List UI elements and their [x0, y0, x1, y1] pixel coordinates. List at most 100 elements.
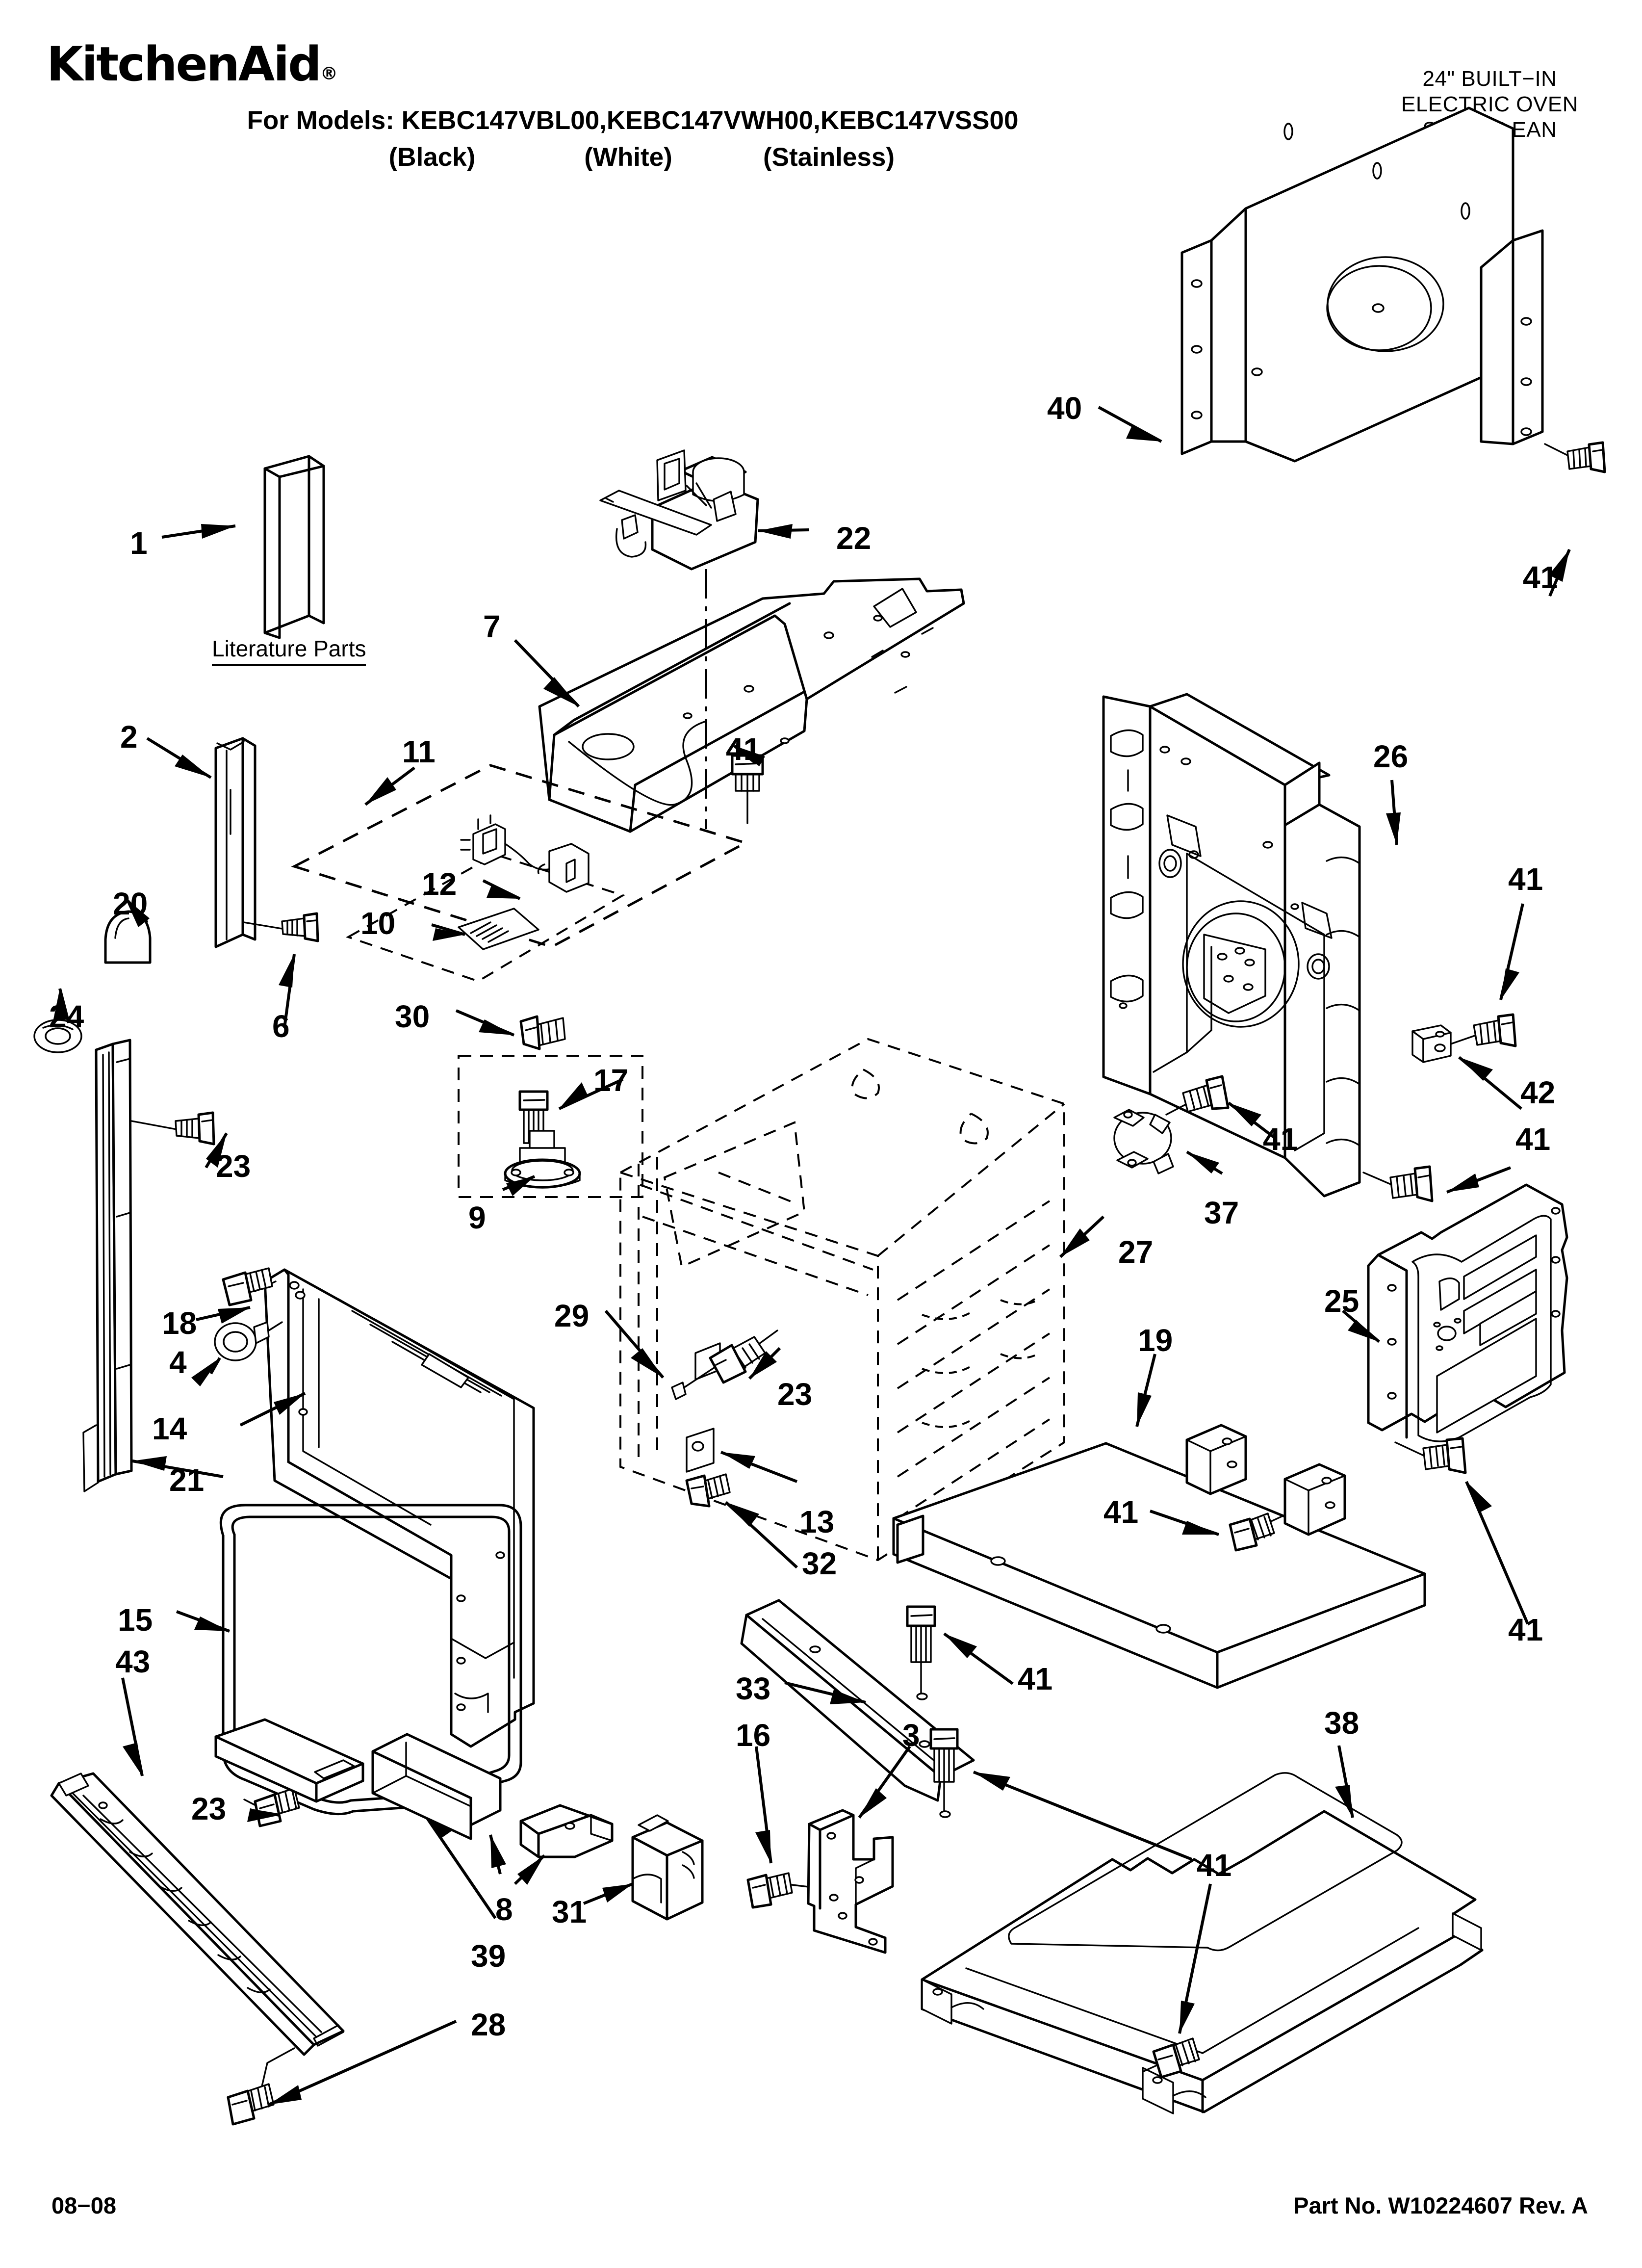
callout-4: 4	[169, 1345, 187, 1380]
callout-41-base-pan: 41	[1197, 1848, 1232, 1883]
part-14-front-frame	[263, 1268, 535, 1748]
part-23-screw-cavity	[709, 1330, 778, 1384]
callout-10: 10	[360, 906, 396, 941]
kitchenaid-logo: KitchenAid®	[47, 37, 338, 92]
part-21-side-trim	[82, 1039, 133, 1492]
callout-8: 8	[495, 1892, 513, 1927]
part-3-mounting-bracket	[807, 1809, 894, 1954]
callout-28: 28	[471, 2007, 506, 2042]
callout-7: 7	[483, 609, 501, 644]
part-18-screw	[222, 1267, 277, 1306]
part-12-thermal-switch	[460, 814, 590, 893]
part-41-screw-thermal	[1165, 1075, 1230, 1116]
callout-30: 30	[395, 999, 430, 1034]
callout-31: 31	[552, 1894, 587, 1929]
callout-37: 37	[1204, 1195, 1239, 1230]
variant-stainless: (Stainless)	[763, 143, 895, 172]
callout-14: 14	[152, 1411, 187, 1446]
part-41-screw-clip	[1450, 1013, 1517, 1047]
callout-9: 9	[468, 1200, 486, 1235]
part-13-hinge-receiver	[686, 1428, 715, 1473]
part-38-bottom-base-pan	[921, 1772, 1484, 2114]
callout-18: 18	[162, 1305, 197, 1341]
part-41-screw-trim-rail	[906, 1605, 936, 1700]
part-6-screw	[243, 912, 319, 942]
callout-42: 42	[1520, 1075, 1556, 1110]
part-9-vent-grommet	[504, 1130, 581, 1189]
part-41-screw-rear-cover	[1544, 441, 1606, 473]
callout-41-trim-rail: 41	[1018, 1661, 1053, 1696]
callout-21: 21	[169, 1462, 205, 1498]
callout-27: 27	[1118, 1234, 1154, 1270]
callout-23-vent-trim: 23	[191, 1791, 227, 1826]
part-37-thermal-cutout	[1113, 1109, 1174, 1174]
part-42-wire-clip	[1411, 1024, 1452, 1063]
callout-25: 25	[1324, 1283, 1360, 1319]
part-16-screw	[746, 1872, 818, 1909]
callout-26: 26	[1373, 739, 1409, 774]
registered-trademark-icon: ®	[320, 64, 338, 84]
part-31-bracket-clip	[631, 1814, 704, 1921]
callout-19: 19	[1138, 1323, 1173, 1358]
callout-6: 6	[272, 1009, 290, 1044]
callout-17: 17	[593, 1063, 629, 1098]
part-7-top-panel	[538, 577, 965, 833]
part-41-screw-chassis-lower	[1362, 1165, 1434, 1202]
part-29-latch-rod	[671, 1342, 721, 1400]
callout-41-rear-cover: 41	[1523, 560, 1558, 595]
part-19-shelf-panel	[892, 1424, 1426, 1689]
part-24-washer	[33, 1019, 82, 1053]
part-39-vent-trim	[214, 1718, 364, 1803]
callout-38: 38	[1324, 1705, 1360, 1741]
part-8-channel-support	[371, 1733, 502, 1840]
part-23-screw-vent-trim	[243, 1787, 300, 1827]
part-26-rear-chassis-panel	[1102, 693, 1361, 1198]
callout-39: 39	[471, 1938, 506, 1974]
variant-white: (White)	[584, 143, 672, 172]
color-variants: (Black) (White) (Stainless)	[0, 142, 1265, 172]
callout-2: 2	[120, 719, 138, 755]
callout-15: 15	[118, 1602, 153, 1638]
literature-parts-label: Literature Parts	[212, 635, 366, 666]
part-10-label	[458, 908, 539, 950]
callout-41-thermal: 41	[1263, 1121, 1298, 1157]
part-41-screw-shelf-left	[929, 1728, 959, 1818]
callout-23-left: 23	[216, 1148, 251, 1184]
part-40-rear-cover-panel	[1180, 106, 1544, 463]
part-23-screw-left	[130, 1111, 215, 1146]
callout-41-side-panel: 41	[1508, 1612, 1543, 1647]
callout-13: 13	[799, 1504, 835, 1539]
brand-name: KitchenAid	[47, 37, 322, 92]
part-27-oven-cavity-liner	[619, 1038, 1065, 1562]
callout-43: 43	[115, 1644, 151, 1679]
callout-16: 16	[736, 1718, 771, 1753]
callout-1: 1	[130, 525, 148, 561]
callout-23-cavity: 23	[777, 1377, 813, 1412]
callout-33: 33	[736, 1671, 771, 1706]
part-25-side-panel	[1367, 1183, 1568, 1442]
callout-41-shelf: 41	[1103, 1494, 1139, 1530]
part-32-screw	[685, 1473, 731, 1508]
part-11-control-assembly-group	[291, 764, 749, 983]
date-code: 08−08	[51, 2192, 117, 2218]
callout-22: 22	[836, 521, 872, 556]
callout-11: 11	[402, 734, 436, 769]
variant-black: (Black)	[388, 143, 476, 172]
part-28-screw	[227, 2047, 295, 2126]
part-4-door-stop-bumper	[214, 1321, 283, 1361]
part-2-side-trim-strip	[214, 737, 257, 948]
callout-29: 29	[554, 1298, 590, 1333]
callout-41-chassis-lower: 41	[1515, 1121, 1551, 1157]
part-17-screw	[518, 1090, 549, 1144]
part-22-blower-motor-assembly	[599, 449, 759, 571]
callout-32: 32	[802, 1546, 837, 1581]
callout-20: 20	[113, 886, 148, 921]
part-1-literature-manual	[263, 455, 325, 639]
part-43-vent-trim-strip	[50, 1772, 345, 2056]
part-41-screw-base-pan	[1143, 2037, 1200, 2079]
model-numbers: For Models: KEBC147VBL00,KEBC147VWH00,KE…	[247, 106, 1019, 135]
callout-40: 40	[1047, 391, 1082, 426]
callout-41-clip: 41	[1508, 861, 1543, 897]
